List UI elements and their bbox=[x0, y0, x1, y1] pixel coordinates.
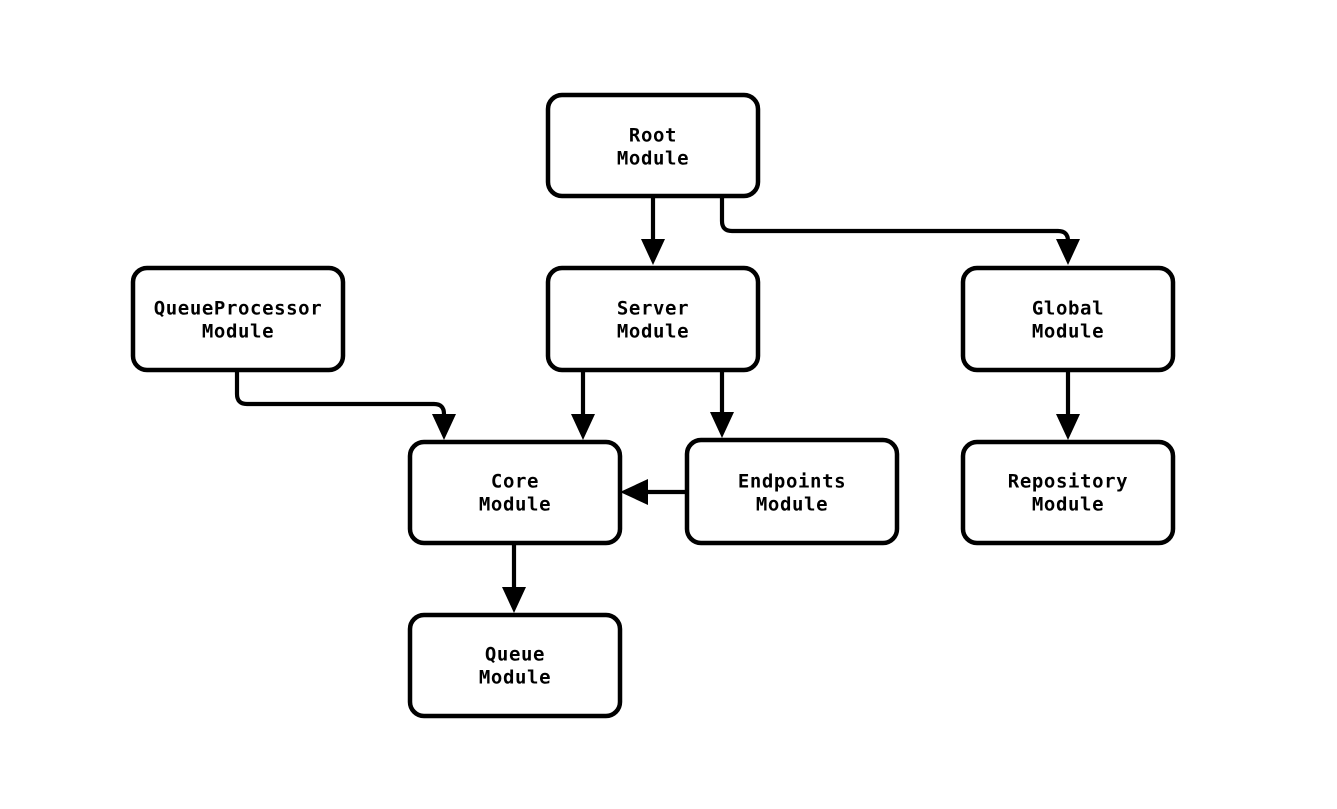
edge-queueprocessor-to-core-arrowhead bbox=[432, 414, 456, 440]
node-global-module-label-line1: Global bbox=[1032, 298, 1104, 320]
node-endpoints-module-label-line2: Module bbox=[756, 494, 828, 516]
edge-root-to-server bbox=[641, 196, 665, 265]
node-root-module-box[interactable] bbox=[545, 92, 761, 199]
node-layer: Root Module QueueProcessor Module Server… bbox=[130, 92, 1176, 719]
node-endpoints-module-box[interactable] bbox=[684, 437, 900, 546]
node-global-module-box[interactable] bbox=[960, 265, 1176, 373]
node-root-module-label-line2: Module bbox=[617, 148, 689, 170]
node-root-module[interactable]: Root Module bbox=[545, 92, 761, 199]
edge-root-to-global-arrowhead bbox=[1056, 239, 1080, 265]
edge-endpoints-to-core-arrowhead bbox=[620, 479, 648, 505]
edge-server-to-endpoints bbox=[710, 370, 734, 438]
node-queue-module-label-line1: Queue bbox=[485, 644, 545, 666]
edge-global-to-repository-arrowhead bbox=[1056, 414, 1080, 440]
edge-server-to-core bbox=[571, 370, 595, 440]
edge-root-to-server-arrowhead bbox=[641, 239, 665, 265]
edge-queueprocessor-to-core bbox=[234, 370, 456, 440]
edge-core-to-queue-arrowhead bbox=[502, 587, 526, 613]
edge-root-to-global-line bbox=[719, 196, 1071, 246]
edge-queueprocessor-to-core-line bbox=[234, 370, 447, 420]
node-endpoints-module[interactable]: Endpoints Module bbox=[684, 437, 900, 546]
node-core-module-label-line2: Module bbox=[479, 494, 551, 516]
node-server-module-label-line2: Module bbox=[617, 321, 689, 343]
edge-layer bbox=[234, 196, 1080, 613]
node-repository-module-box[interactable] bbox=[960, 439, 1176, 546]
node-core-module[interactable]: Core Module bbox=[407, 439, 623, 546]
node-server-module-box[interactable] bbox=[545, 265, 761, 373]
node-queueprocessor-module-label-line1: QueueProcessor bbox=[154, 298, 323, 320]
edge-global-to-repository bbox=[1056, 370, 1080, 440]
node-endpoints-module-label-line1: Endpoints bbox=[738, 471, 846, 493]
node-queueprocessor-module[interactable]: QueueProcessor Module bbox=[130, 265, 346, 373]
edge-server-to-endpoints-arrowhead bbox=[710, 412, 734, 438]
node-queue-module[interactable]: Queue Module bbox=[407, 612, 623, 719]
node-queueprocessor-module-box[interactable] bbox=[130, 265, 346, 373]
node-core-module-box[interactable] bbox=[407, 439, 623, 546]
node-global-module[interactable]: Global Module bbox=[960, 265, 1176, 373]
edge-root-to-global bbox=[719, 196, 1080, 265]
node-repository-module-label-line2: Module bbox=[1032, 494, 1104, 516]
edge-core-to-queue bbox=[502, 543, 526, 613]
node-root-module-label-line1: Root bbox=[629, 125, 677, 147]
edge-endpoints-to-core bbox=[620, 479, 687, 505]
node-global-module-label-line2: Module bbox=[1032, 321, 1104, 343]
node-server-module-label-line1: Server bbox=[617, 298, 689, 320]
node-repository-module-label-line1: Repository bbox=[1008, 471, 1128, 493]
node-queueprocessor-module-label-line2: Module bbox=[202, 321, 274, 343]
node-core-module-label-line1: Core bbox=[491, 471, 539, 493]
node-queue-module-label-line2: Module bbox=[479, 667, 551, 689]
node-repository-module[interactable]: Repository Module bbox=[960, 439, 1176, 546]
edge-server-to-core-arrowhead bbox=[571, 414, 595, 440]
node-queue-module-box[interactable] bbox=[407, 612, 623, 719]
node-server-module[interactable]: Server Module bbox=[545, 265, 761, 373]
